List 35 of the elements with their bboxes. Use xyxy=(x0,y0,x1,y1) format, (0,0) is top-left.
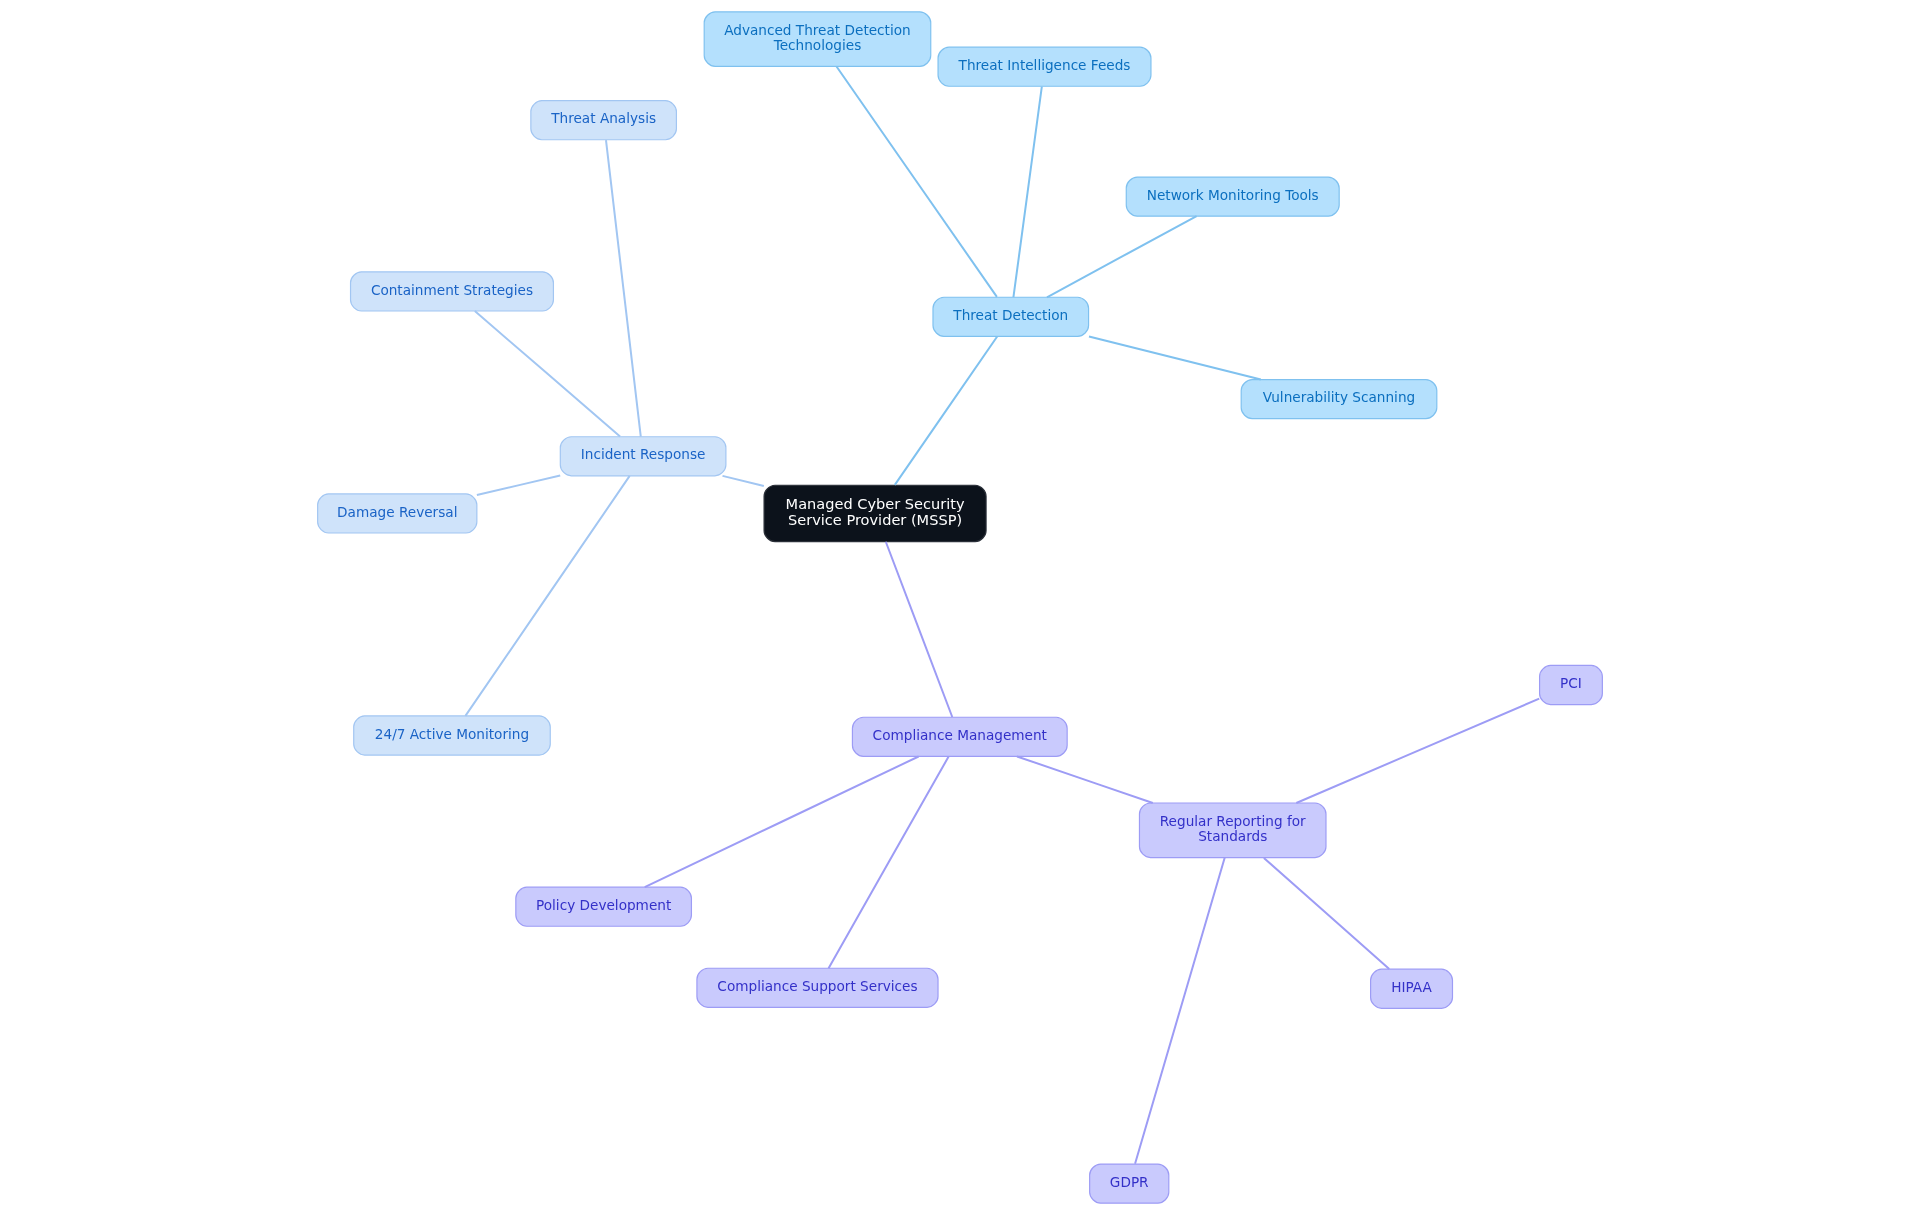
connector xyxy=(464,474,631,717)
node-box: Network Monitoring Tools xyxy=(1125,176,1340,217)
connector xyxy=(1262,856,1391,970)
node-box: Compliance Support Services xyxy=(696,967,939,1008)
node-box: Regular Reporting for Standards xyxy=(1138,802,1327,859)
connector xyxy=(835,65,998,298)
node-box: Vulnerability Scanning xyxy=(1240,378,1438,420)
node-box: Incident Response xyxy=(559,436,727,477)
node-box: Policy Development xyxy=(515,886,692,927)
node-box: HIPAA xyxy=(1370,968,1454,1009)
node-box: GDPR xyxy=(1089,1163,1170,1204)
connector xyxy=(605,139,642,438)
node-box: PCI xyxy=(1539,664,1603,706)
connector xyxy=(1016,755,1154,804)
node-box: Compliance Management xyxy=(851,716,1068,757)
node-box: Managed Cyber Security Service Provider (MSSP) xyxy=(763,484,987,543)
node-box: 24/7 Active Monitoring xyxy=(353,715,551,756)
connector xyxy=(1012,85,1043,299)
connector xyxy=(473,310,622,438)
connector xyxy=(827,755,950,970)
connector xyxy=(643,755,920,889)
connector xyxy=(475,474,562,496)
node-box: Threat Detection xyxy=(932,296,1090,337)
node-box: Damage Reversal xyxy=(317,493,478,534)
node-box: Containment Strategies xyxy=(349,271,554,312)
node-box: Advanced Threat Detection Technologies xyxy=(703,11,932,67)
node-box: Threat Analysis xyxy=(530,100,677,141)
connector xyxy=(1295,697,1541,804)
connector xyxy=(721,474,765,488)
connector xyxy=(893,335,999,486)
connector xyxy=(1088,335,1262,381)
connector xyxy=(1134,856,1226,1165)
connector xyxy=(1045,215,1198,299)
connector xyxy=(884,540,954,718)
node-box: Threat Intelligence Feeds xyxy=(937,46,1152,87)
